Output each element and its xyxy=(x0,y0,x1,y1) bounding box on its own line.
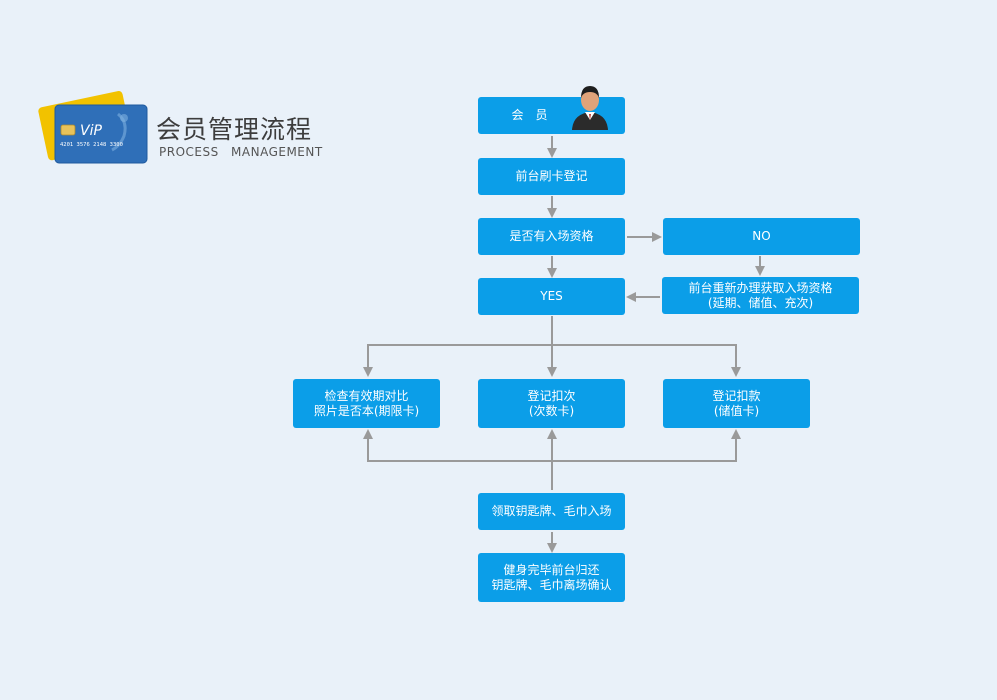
flow-node-qualify: 是否有入场资格 xyxy=(478,218,625,255)
svg-text:4201 3576 2148 3300: 4201 3576 2148 3300 xyxy=(60,142,123,148)
flow-node-yes: YES xyxy=(478,278,625,315)
arrow-yes-to-charge xyxy=(552,344,741,377)
flow-node-check: 检查有效期对比 照片是否本(期限卡) xyxy=(293,379,440,428)
flow-node-key: 领取钥匙牌、毛巾入场 xyxy=(478,493,625,530)
flow-node-swipe: 前台刷卡登记 xyxy=(478,158,625,195)
flow-node-charge: 登记扣款 (储值卡) xyxy=(663,379,810,428)
flow-node-renew: 前台重新办理获取入场资格 (延期、储值、充次) xyxy=(662,277,859,314)
person-icon xyxy=(572,86,608,130)
page-subtitle: PROCESS MANAGEMENT xyxy=(159,145,323,159)
page-title: 会员管理流程 xyxy=(156,115,313,144)
arrow-key-to-charge xyxy=(552,429,741,462)
arrow-key-to-check xyxy=(363,429,552,462)
flow-node-return: 健身完毕前台归还 钥匙牌、毛巾离场确认 xyxy=(478,553,625,602)
svg-text:ViP: ViP xyxy=(80,123,102,139)
flow-node-count: 登记扣次 (次数卡) xyxy=(478,379,625,428)
flow-node-no: NO xyxy=(663,218,860,255)
arrow-yes-to-check xyxy=(363,344,552,377)
vip-card-logo: ViP 4201 3576 2148 3300 xyxy=(38,90,148,164)
